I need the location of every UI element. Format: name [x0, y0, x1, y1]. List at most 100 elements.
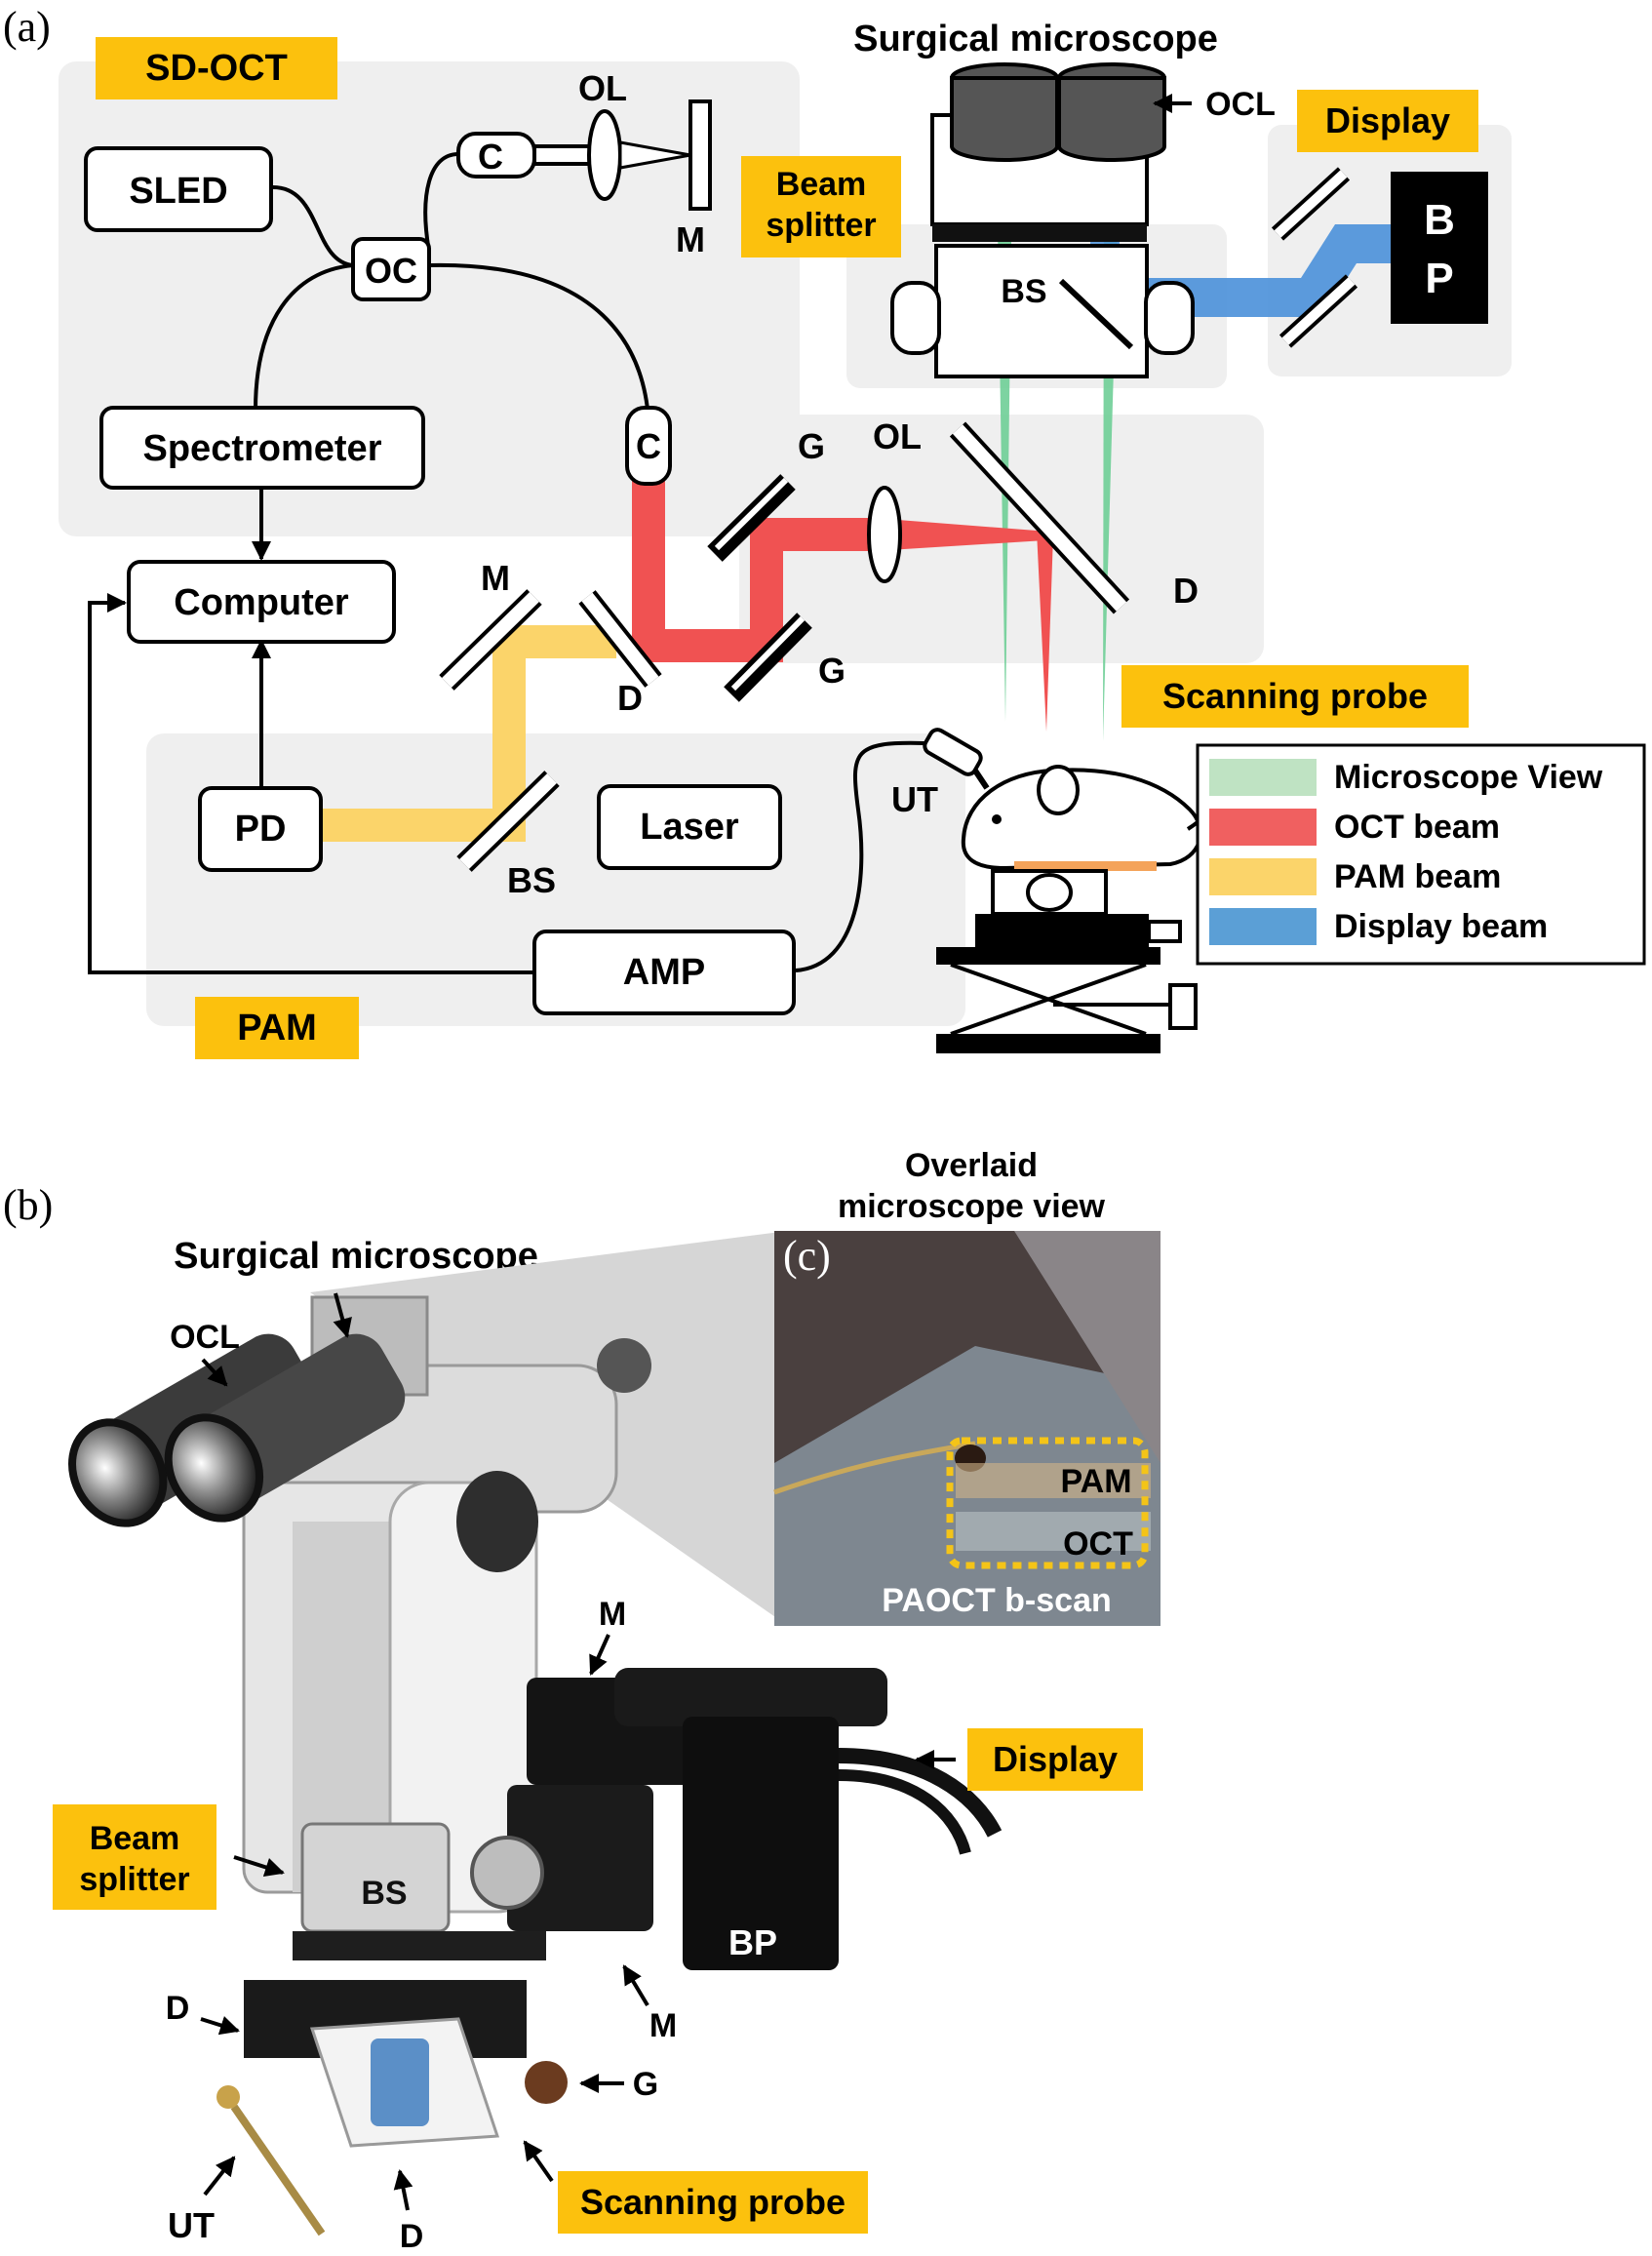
sd-oct-tag-label: SD-OCT: [145, 48, 288, 89]
arrow-m-bottom: [622, 1964, 649, 2007]
legend-label: Display beam: [1334, 908, 1548, 945]
arrow-d-bottom: [393, 2169, 413, 2211]
wire-amp-computer: [88, 593, 534, 974]
spectrometer-block: [99, 406, 425, 490]
microscope-head-bar: [932, 224, 1147, 242]
legend-swatch: [1209, 908, 1317, 945]
lab-jack-top: [936, 947, 1160, 965]
oc-block: [351, 237, 431, 301]
inset-oct-label: OCT: [1063, 1525, 1133, 1563]
bs-plate: [1058, 278, 1134, 350]
probe-collimator-label: C: [636, 426, 661, 466]
inset-title-line2: microscope view: [838, 1188, 1106, 1225]
beam-splitter-tag-b-line1: Beam: [90, 1820, 180, 1857]
panel-c-letter: (c): [783, 1232, 831, 1280]
galvo-upper: [707, 474, 796, 562]
inset-scan-region: [946, 1437, 1149, 1569]
top-collimator-stub: [532, 144, 593, 166]
computer-label: Computer: [174, 582, 349, 623]
d-label-bottom: D: [400, 2218, 424, 2255]
legend-label: OCT beam: [1334, 809, 1500, 846]
arrow-ut: [203, 2156, 236, 2197]
surgical-microscope-title-a: Surgical microscope: [853, 19, 1218, 59]
legend-swatch: [1209, 759, 1317, 796]
ocl-label-a: OCL: [1205, 86, 1276, 123]
arrow-d-left: [200, 2016, 240, 2036]
mouse: [961, 765, 1251, 871]
oct-beam-cone: [873, 518, 1045, 551]
arrow-ocl: [201, 1358, 228, 1387]
ut-label-a: UT: [891, 779, 938, 819]
scanning-probe-tag-a: [1121, 665, 1469, 728]
pam-tag: [195, 997, 359, 1059]
fiber-oc-probe-collimator: [428, 262, 650, 420]
eyepiece-right: [1057, 76, 1166, 162]
eyepiece-left: [950, 76, 1059, 162]
sled-label: SLED: [129, 171, 227, 212]
legend-label: PAM beam: [1334, 858, 1501, 895]
probe-ol-label: OL: [873, 416, 922, 456]
ocl-label-b: OCL: [170, 1319, 240, 1356]
computer-block: [127, 560, 396, 644]
ut-label-b: UT: [168, 2205, 215, 2245]
inset-image: [773, 1231, 1160, 1626]
galvo-lower-label: G: [818, 651, 846, 691]
top-m-label: M: [676, 219, 705, 259]
top-reference-mirror: [688, 99, 712, 211]
oc-label: OC: [365, 251, 417, 291]
inset-title-line1: Overlaid: [905, 1147, 1038, 1184]
display-mirror-upper: [1271, 167, 1351, 241]
ultrasound-transducer: [923, 728, 990, 790]
arrow-beam-splitter: [233, 1855, 285, 1878]
m-label-bottom: M: [649, 2007, 677, 2044]
spectrometer-label: Spectrometer: [143, 428, 382, 469]
display-beam: [1102, 224, 1395, 317]
m-label-top: M: [599, 1596, 626, 1633]
laser-label: Laser: [640, 807, 739, 848]
top-objective-cone: [618, 140, 691, 170]
fiber-oc-top-collimator: [423, 152, 459, 253]
beam-splitter-tag-a: [741, 156, 901, 257]
laser-block: [597, 784, 782, 870]
galvo-lower: [724, 613, 812, 702]
display-tag-b: [967, 1728, 1143, 1791]
panel-b-letter: (b): [3, 1181, 53, 1229]
fiber-sled-oc: [270, 184, 354, 267]
fiber-oc-spectrometer: [254, 263, 354, 411]
pam-dichroic: [578, 590, 662, 688]
amp-block: [532, 930, 796, 1015]
arrow-microscope: [333, 1292, 352, 1338]
scanning-probe-tag-a-label: Scanning probe: [1162, 676, 1428, 716]
oct-beam-down: [1037, 531, 1053, 732]
bs-tube-left: [890, 281, 941, 355]
pam-bs-label: BS: [507, 860, 556, 900]
amp-label: AMP: [623, 952, 705, 993]
pam-tag-label: PAM: [237, 1008, 317, 1049]
lab-jack-scissor: [950, 963, 1147, 1036]
g-label: G: [633, 2066, 658, 2103]
inset-caption: PAOCT b-scan: [882, 1582, 1112, 1619]
bs-label-a: BS: [1001, 273, 1046, 310]
beam-splitter-tag-a-line1: Beam: [776, 166, 867, 203]
bp-block: [1391, 172, 1488, 324]
microscope-photo: [68, 1295, 1003, 2236]
probe-dichroic-label: D: [1173, 571, 1199, 611]
scanning-probe-tag-b: [558, 2171, 868, 2234]
top-collimator-label: C: [478, 137, 503, 177]
pd-label: PD: [235, 809, 287, 850]
lab-jack-knob: [1168, 983, 1198, 1030]
beam-splitter-tag-b: [53, 1804, 216, 1910]
pam-mirror-label: M: [481, 558, 510, 598]
legend-swatch: [1209, 809, 1317, 846]
bp-label-p: P: [1425, 255, 1453, 302]
arrow-m-top: [589, 1634, 610, 1676]
panel-a-letter: (a): [3, 3, 51, 51]
top-ol-label: OL: [578, 68, 627, 108]
galvo-upper-label: G: [798, 426, 825, 466]
d-label-left: D: [166, 1990, 190, 2027]
display-mirror-lower: [1278, 274, 1358, 348]
beam-splitter-tag-a-line2: splitter: [766, 207, 876, 244]
wire-ut-amp: [795, 740, 925, 972]
